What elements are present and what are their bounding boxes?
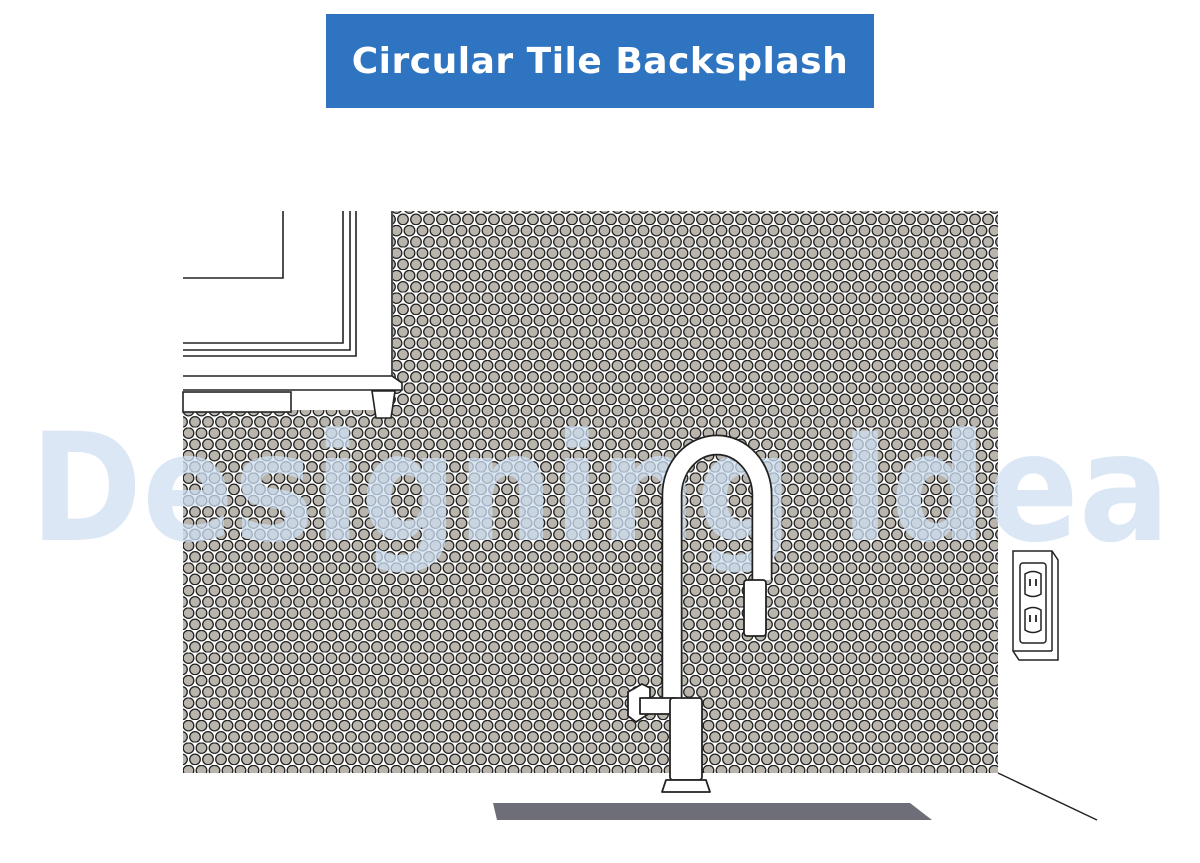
title-banner: Circular Tile Backsplash — [326, 14, 874, 108]
sink-edge-icon — [493, 803, 932, 820]
electrical-outlet-icon — [1012, 550, 1059, 661]
page-title: Circular Tile Backsplash — [351, 40, 849, 82]
faucet-icon — [627, 434, 773, 793]
watermark-text: Designing Idea — [30, 402, 1170, 576]
window-frame-icon — [180, 205, 403, 419]
counter-edge-line — [997, 772, 1098, 821]
